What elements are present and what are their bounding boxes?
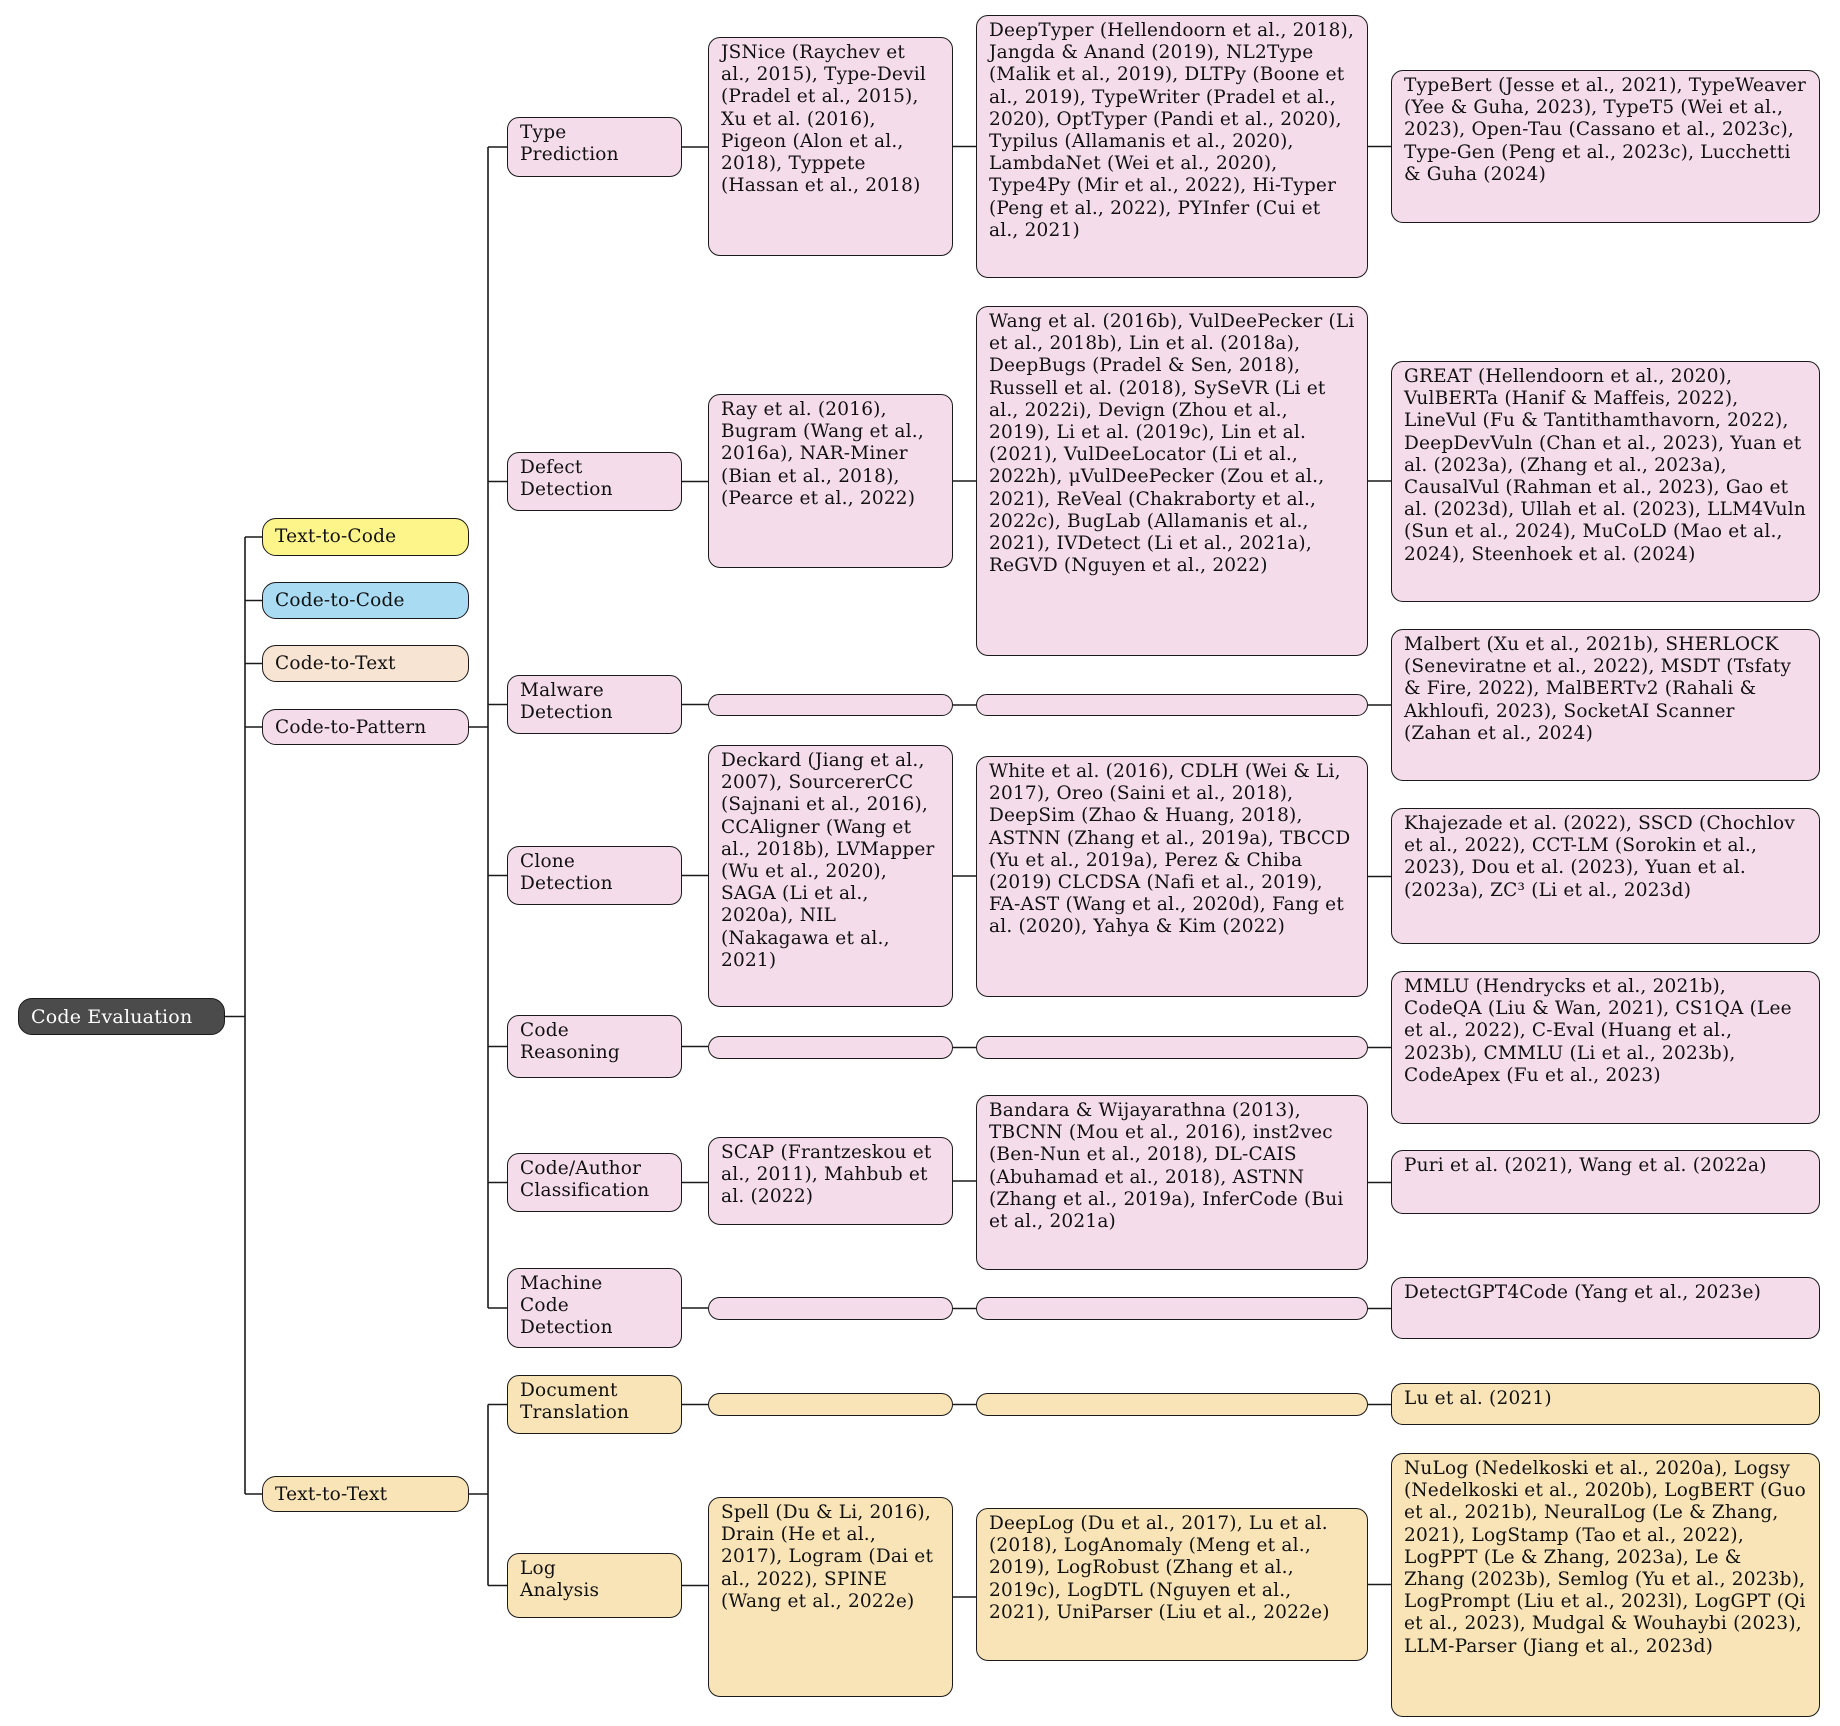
leaf-document-translation: Document Translation <box>507 1375 682 1434</box>
code-author-classification-dl-works-text: Bandara & Wijayarathna (2013), TBCNN (Mo… <box>989 1100 1344 1233</box>
leaf-machine-code-detection-text: Machine Code Detection <box>520 1273 613 1339</box>
clone-detection-dl-works: White et al. (2016), CDLH (Wei & Li, 201… <box>976 756 1368 997</box>
document-translation-dl-works <box>976 1393 1368 1416</box>
clone-detection-llm-works: Khajezade et al. (2022), SSCD (Chochlov … <box>1391 808 1820 944</box>
category-text-to-text: Text-to-Text <box>262 1476 469 1512</box>
category-code-to-pattern: Code-to-Pattern <box>262 709 469 745</box>
root-code-evaluation-text: Code Evaluation <box>31 1006 193 1028</box>
code-reasoning-dl-works <box>976 1036 1368 1059</box>
leaf-code-author-classification: Code/Author Classification <box>507 1153 682 1212</box>
leaf-malware-detection-text: Malware Detection <box>520 680 613 724</box>
category-code-to-code-text: Code-to-Code <box>275 590 405 611</box>
leaf-type-prediction-text: Type Prediction <box>520 122 619 166</box>
category-text-to-text-text: Text-to-Text <box>275 1484 388 1505</box>
defect-detection-llm-works-text: GREAT (Hellendoorn et al., 2020), VulBER… <box>1404 366 1806 565</box>
type-prediction-early-works-text: JSNice (Raychev et al., 2015), Type-Devi… <box>721 42 926 197</box>
malware-detection-llm-works: Malbert (Xu et al., 2021b), SHERLOCK (Se… <box>1391 629 1820 781</box>
malware-detection-early-works <box>708 694 953 716</box>
category-text-to-code: Text-to-Code <box>262 518 469 556</box>
clone-detection-llm-works-text: Khajezade et al. (2022), SSCD (Chochlov … <box>1404 813 1796 901</box>
log-analysis-dl-works: DeepLog (Du et al., 2017), Lu et al. (20… <box>976 1508 1368 1661</box>
leaf-code-reasoning: Code Reasoning <box>507 1015 682 1078</box>
code-author-classification-llm-works-text: Puri et al. (2021), Wang et al. (2022a) <box>1404 1155 1767 1176</box>
code-author-classification-dl-works: Bandara & Wijayarathna (2013), TBCNN (Mo… <box>976 1095 1368 1270</box>
category-code-to-pattern-text: Code-to-Pattern <box>275 717 427 738</box>
leaf-defect-detection: Defect Detection <box>507 452 682 511</box>
malware-detection-llm-works-text: Malbert (Xu et al., 2021b), SHERLOCK (Se… <box>1404 634 1792 744</box>
leaf-clone-detection-text: Clone Detection <box>520 851 613 895</box>
code-reasoning-llm-works-text: MMLU (Hendrycks et al., 2021b), CodeQA (… <box>1404 976 1792 1086</box>
defect-detection-early-works: Ray et al. (2016), Bugram (Wang et al., … <box>708 394 953 568</box>
document-translation-early-works <box>708 1393 953 1416</box>
defect-detection-dl-works-text: Wang et al. (2016b), VulDeePecker (Li et… <box>989 311 1355 577</box>
type-prediction-early-works: JSNice (Raychev et al., 2015), Type-Devi… <box>708 37 953 256</box>
machine-code-detection-llm-works-text: DetectGPT4Code (Yang et al., 2023e) <box>1404 1282 1762 1303</box>
type-prediction-llm-works-text: TypeBert (Jesse et al., 2021), TypeWeave… <box>1404 75 1807 185</box>
log-analysis-llm-works: NuLog (Nedelkoski et al., 2020a), Logsy … <box>1391 1453 1820 1717</box>
category-code-to-code: Code-to-Code <box>262 582 469 619</box>
clone-detection-early-works: Deckard (Jiang et al., 2007), SourcererC… <box>708 745 953 1007</box>
type-prediction-llm-works: TypeBert (Jesse et al., 2021), TypeWeave… <box>1391 70 1820 223</box>
code-author-classification-early-works: SCAP (Frantzeskou et al., 2011), Mahbub … <box>708 1137 953 1225</box>
category-code-to-text-text: Code-to-Text <box>275 653 396 674</box>
defect-detection-dl-works: Wang et al. (2016b), VulDeePecker (Li et… <box>976 306 1368 656</box>
leaf-document-translation-text: Document Translation <box>520 1380 630 1424</box>
machine-code-detection-dl-works <box>976 1297 1368 1320</box>
leaf-clone-detection: Clone Detection <box>507 846 682 905</box>
leaf-log-analysis: Log Analysis <box>507 1553 682 1618</box>
leaf-code-author-classification-text: Code/Author Classification <box>520 1158 650 1202</box>
clone-detection-early-works-text: Deckard (Jiang et al., 2007), SourcererC… <box>721 750 935 971</box>
log-analysis-dl-works-text: DeepLog (Du et al., 2017), Lu et al. (20… <box>989 1513 1330 1623</box>
root-code-evaluation: Code Evaluation <box>18 998 225 1035</box>
log-analysis-early-works-text: Spell (Du & Li, 2016), Drain (He et al.,… <box>721 1502 934 1612</box>
code-reasoning-llm-works: MMLU (Hendrycks et al., 2021b), CodeQA (… <box>1391 971 1820 1124</box>
defect-detection-early-works-text: Ray et al. (2016), Bugram (Wang et al., … <box>721 399 924 509</box>
leaf-code-reasoning-text: Code Reasoning <box>520 1020 620 1064</box>
type-prediction-dl-works-text: DeepTyper (Hellendoorn et al., 2018), Ja… <box>989 20 1355 241</box>
leaf-machine-code-detection: Machine Code Detection <box>507 1268 682 1348</box>
category-text-to-code-text: Text-to-Code <box>275 526 397 547</box>
type-prediction-dl-works: DeepTyper (Hellendoorn et al., 2018), Ja… <box>976 15 1368 278</box>
document-translation-llm-works-text: Lu et al. (2021) <box>1404 1388 1552 1409</box>
category-code-to-text: Code-to-Text <box>262 645 469 682</box>
code-author-classification-llm-works: Puri et al. (2021), Wang et al. (2022a) <box>1391 1150 1820 1214</box>
document-translation-llm-works: Lu et al. (2021) <box>1391 1383 1820 1425</box>
code-author-classification-early-works-text: SCAP (Frantzeskou et al., 2011), Mahbub … <box>721 1142 932 1208</box>
log-analysis-early-works: Spell (Du & Li, 2016), Drain (He et al.,… <box>708 1497 953 1697</box>
code-reasoning-early-works <box>708 1036 953 1059</box>
malware-detection-dl-works <box>976 694 1368 716</box>
defect-detection-llm-works: GREAT (Hellendoorn et al., 2020), VulBER… <box>1391 361 1820 602</box>
leaf-type-prediction: Type Prediction <box>507 117 682 177</box>
leaf-log-analysis-text: Log Analysis <box>520 1558 600 1602</box>
log-analysis-llm-works-text: NuLog (Nedelkoski et al., 2020a), Logsy … <box>1404 1458 1806 1657</box>
machine-code-detection-llm-works: DetectGPT4Code (Yang et al., 2023e) <box>1391 1277 1820 1339</box>
clone-detection-dl-works-text: White et al. (2016), CDLH (Wei & Li, 201… <box>989 761 1351 938</box>
leaf-malware-detection: Malware Detection <box>507 675 682 734</box>
leaf-defect-detection-text: Defect Detection <box>520 457 613 501</box>
machine-code-detection-early-works <box>708 1297 953 1320</box>
